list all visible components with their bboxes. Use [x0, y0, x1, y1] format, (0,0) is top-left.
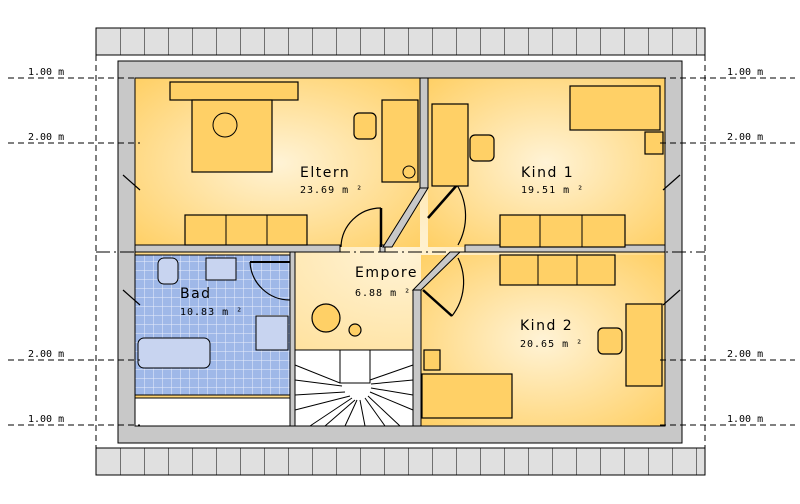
dim-left-1: 1.00 m — [28, 67, 64, 78]
dim-left-3: 2.00 m — [28, 349, 64, 360]
furniture — [137, 81, 664, 419]
room-kind1-area: 19.51 m ² — [521, 185, 584, 196]
dim-right-1: 1.00 m — [727, 67, 763, 78]
dimension-lines — [8, 55, 795, 448]
room-kind1-name: Kind 1 — [521, 165, 574, 181]
room-eltern-name: Eltern — [300, 165, 350, 181]
doors — [122, 174, 681, 317]
bad-storage — [134, 397, 291, 427]
room-bad-area: 10.83 m ² — [180, 307, 243, 318]
room-empore-area: 6.88 m ² — [355, 288, 411, 299]
staircase — [294, 349, 414, 427]
interior-walls — [134, 77, 666, 427]
roof-bottom — [95, 447, 706, 476]
room-bad-name: Bad — [180, 286, 212, 302]
dim-right-2: 2.00 m — [727, 132, 763, 143]
dim-right-3: 2.00 m — [727, 349, 763, 360]
dim-right-4: 1.00 m — [727, 414, 763, 425]
roof-top — [95, 27, 706, 56]
room-eltern-area: 23.69 m ² — [300, 185, 363, 196]
room-empore-name: Empore — [355, 265, 418, 281]
room-kind2-area: 20.65 m ² — [520, 339, 583, 350]
dim-left-2: 2.00 m — [28, 132, 64, 143]
room-kind2-name: Kind 2 — [520, 318, 573, 334]
dim-left-4: 1.00 m — [28, 414, 64, 425]
